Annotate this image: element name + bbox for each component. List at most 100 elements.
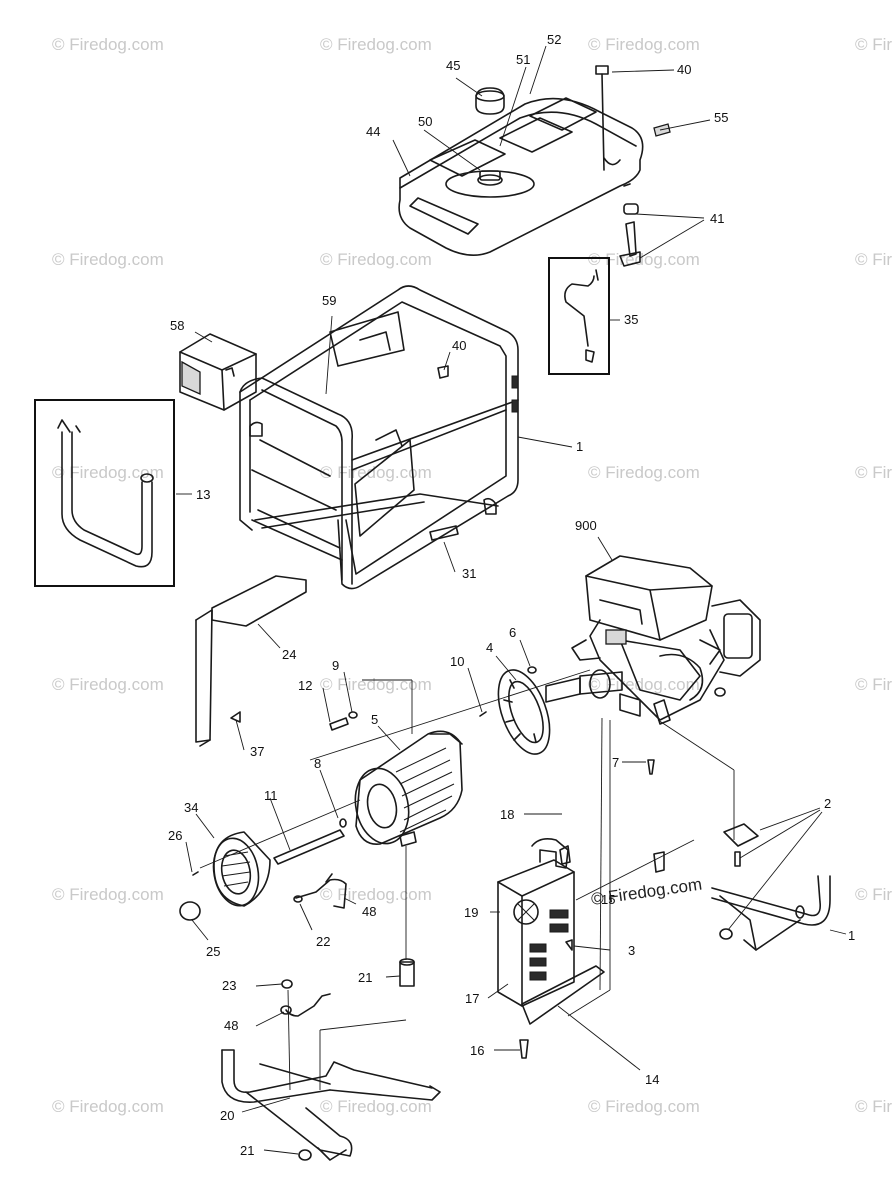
spark-arrestor-bolt — [653, 851, 665, 873]
watermark: © Firedog.com — [588, 675, 700, 694]
part-label: 52 — [547, 32, 561, 47]
fuel-line-callout-box — [548, 257, 610, 375]
muffler-bracket — [521, 965, 605, 1025]
part-label: 59 — [322, 293, 336, 308]
watermark: © Firedog.com — [320, 463, 432, 482]
rear-bearing-carrier — [212, 831, 271, 907]
muffler-bolt-top — [559, 845, 571, 865]
engine-mount-bracket — [723, 823, 759, 847]
bolt-2 — [734, 851, 741, 867]
part-label: 19 — [464, 905, 478, 920]
part-label: 25 — [206, 944, 220, 959]
part-label: 45 — [446, 58, 460, 73]
part-label: 24 — [282, 647, 296, 662]
part-label: 10 — [450, 654, 464, 669]
vibration-isolator — [399, 958, 415, 987]
part-label: 900 — [575, 518, 597, 533]
cradle-frame-bottom — [221, 1049, 441, 1161]
part-label: 55 — [714, 110, 728, 125]
part-label: 15 — [601, 892, 615, 907]
fuel-valve — [619, 183, 641, 267]
watermark: © Firedog.com — [320, 675, 432, 694]
watermark: © Firedog.com — [855, 675, 892, 694]
control-panel-box — [179, 333, 257, 411]
fuel-cap — [475, 87, 505, 115]
part-label: 1 — [576, 439, 583, 454]
leader-lines — [176, 45, 847, 1155]
engine — [545, 555, 761, 725]
watermark: © Firedog.com — [588, 1097, 700, 1116]
watermark: © Firedog.com — [52, 463, 164, 482]
part-label: 4 — [486, 640, 493, 655]
watermark: © Firedog.com — [855, 463, 892, 482]
part-label: 1 — [848, 928, 855, 943]
part-label: 12 — [298, 678, 312, 693]
engine-adapter — [497, 669, 551, 755]
handle — [57, 419, 154, 568]
nut-23 — [281, 979, 293, 989]
part-label: 21 — [358, 970, 372, 985]
part-label: 8 — [314, 756, 321, 771]
watermark: © Firedog.com — [320, 885, 432, 904]
fuel-tank — [398, 97, 644, 256]
handle-callout-box — [34, 399, 175, 587]
cradle-frame-right — [711, 875, 831, 951]
stator-assembly — [354, 730, 463, 847]
part-label: 31 — [462, 566, 476, 581]
muffler — [497, 838, 575, 1007]
part-label: 26 — [168, 828, 182, 843]
frame-isolator-strip — [429, 525, 459, 541]
main-frame — [239, 285, 519, 590]
part-label: 2 — [824, 796, 831, 811]
part-label: 51 — [516, 52, 530, 67]
mounting-bracket — [195, 575, 307, 747]
part-labels: 52 51 45 40 55 50 44 41 59 35 58 40 1 13… — [168, 32, 855, 1158]
part-label: 14 — [645, 1072, 659, 1087]
watermark: © Firedog.com — [52, 35, 164, 54]
watermark: © Firedog.com — [588, 250, 700, 269]
watermark: © Firedog.com — [320, 35, 432, 54]
part-label: 17 — [465, 991, 479, 1006]
part-label: 18 — [500, 807, 514, 822]
part-label: 50 — [418, 114, 432, 129]
part-label: 22 — [316, 934, 330, 949]
watermark: © Firedog.com — [52, 885, 164, 904]
part-label: 6 — [509, 625, 516, 640]
part-label: 9 — [332, 658, 339, 673]
part-label: 35 — [624, 312, 638, 327]
fasteners — [192, 666, 655, 876]
watermark: © Firedog.com — [855, 1097, 892, 1116]
part-label: 21 — [240, 1143, 254, 1158]
isolator-nut — [298, 1149, 312, 1161]
part-label: 16 — [470, 1043, 484, 1058]
part-label: 58 — [170, 318, 184, 333]
part-label: 40 — [677, 62, 691, 77]
part-label: 37 — [250, 744, 264, 759]
fuel-gauge — [595, 65, 609, 171]
wire-harness — [280, 873, 347, 1017]
part-label: 13 — [196, 487, 210, 502]
watermark: © Firedog.com — [588, 35, 700, 54]
watermark: © Firedog.com — [320, 250, 432, 269]
part-label: 44 — [366, 124, 380, 139]
watermark: © Firedog.com — [320, 1097, 432, 1116]
part-label: 5 — [371, 712, 378, 727]
washer — [339, 818, 347, 828]
carrier-cover-cap — [179, 901, 201, 921]
part-label: 48 — [224, 1018, 238, 1033]
part-label: 3 — [628, 943, 635, 958]
stator-bolt — [273, 829, 345, 865]
watermark: © Firedog.com — [855, 35, 892, 54]
fuel-line — [564, 269, 599, 363]
part-label: 48 — [362, 904, 376, 919]
part-label: 20 — [220, 1108, 234, 1123]
muffler-nut — [565, 939, 573, 951]
part-label: 34 — [184, 800, 198, 815]
watermark: © Firedog.com — [855, 885, 892, 904]
watermark: © Firedog.com — [588, 463, 700, 482]
watermark: © Firedog.com — [52, 250, 164, 269]
part-label: 11 — [264, 788, 278, 803]
part-label: 23 — [222, 978, 236, 993]
part-label: 40 — [452, 338, 466, 353]
